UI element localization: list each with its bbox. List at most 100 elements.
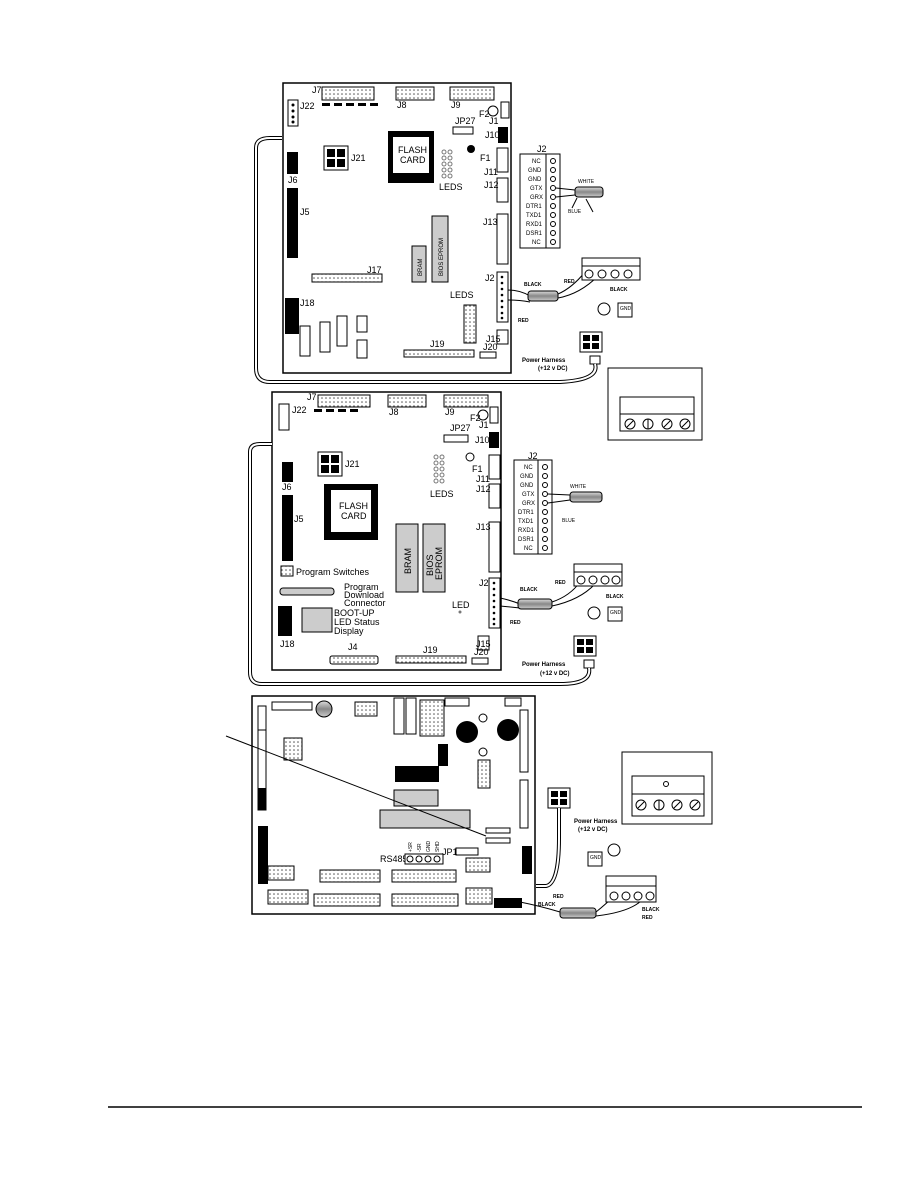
b1-bram-label: BRAM [418, 259, 424, 276]
b2-j2-label: J2 [479, 578, 489, 588]
b2-j13-label: J13 [476, 522, 491, 532]
controller-board-2: J7 J8 J9 J22 F2 J1 JP27 J10 J21 F1 J11 J… [271, 391, 502, 671]
b2-led-array [433, 454, 445, 484]
ph2-title: Power Harness [522, 662, 566, 668]
j2-detail-2: J2 NC GND GND GTX GRX DTR1 TXD1 RXD1 DSR… [513, 451, 603, 555]
b2-download-3: Connector [344, 598, 386, 608]
b1-j1-label: J1 [489, 116, 499, 126]
w1-red2: RED [518, 318, 529, 324]
j2b-white: WHITE [570, 484, 587, 490]
power-wiring-3: Power Harness (+12 v DC) RED BLACK BLACK… [519, 787, 660, 921]
b1-jp27-label: JP27 [455, 116, 476, 126]
ph3-volts: (+12 v DC) [578, 827, 608, 833]
j2b-blue: BLUE [562, 518, 576, 524]
j2-title-1: J2 [537, 144, 547, 154]
b2-download-2: Download [344, 590, 384, 600]
b2-f2-label: F2 [470, 413, 481, 423]
terminal-detail-1 [607, 367, 703, 441]
j2b-pin-3: GTX [522, 492, 534, 498]
b1-bios-label: BIOS EPROM [439, 238, 445, 276]
j2b-pin-0: NC [524, 465, 533, 471]
w1-black2: BLACK [610, 287, 628, 293]
w1-red: RED [564, 279, 575, 285]
ph2-volts: (+12 v DC) [540, 671, 570, 677]
b2-bootup-1: BOOT-UP [334, 608, 375, 618]
j2a-pin-4: GRX [530, 195, 543, 201]
b2-j6-label: J6 [282, 482, 292, 492]
terminal-detail-2 [621, 751, 713, 825]
b1-j13-label: J13 [483, 217, 498, 227]
b1-f1-label: F1 [480, 153, 491, 163]
b3-pin-1: -SR [417, 843, 423, 852]
b1-j5-label: J5 [300, 207, 310, 217]
j2a-blue: BLUE [568, 209, 582, 215]
b1-j22-label: J22 [300, 101, 315, 111]
j2b-pin-6: TXD1 [518, 519, 534, 525]
j2b-pin-7: RXD1 [518, 528, 535, 534]
b1-j15-label: J15 [486, 334, 501, 344]
w1-gnd: GND [620, 306, 632, 312]
b3-pin-2: GND [426, 841, 432, 853]
j2a-pin-0: NC [532, 159, 541, 165]
j2-detail-1: J2 NC GND GND GTX GRX DTR1 TXD1 RXD1 DSR… [519, 144, 604, 249]
j2a-pin-5: DTR1 [526, 204, 542, 210]
j2a-pin-7: RXD1 [526, 222, 543, 228]
b1-leds2-label: LEDS [450, 290, 474, 300]
b2-bios-line2: EPROM [434, 547, 444, 580]
b2-j10-label: J10 [475, 435, 490, 445]
ph1-volts: (+12 v DC) [538, 366, 568, 372]
j2b-pin-4: GRX [522, 501, 535, 507]
j2b-pin-5: DTR1 [518, 510, 534, 516]
b2-j9-label: J9 [445, 407, 455, 417]
b1-j10-label: J10 [485, 130, 500, 140]
b2-download-1: Program [344, 582, 379, 592]
w2-black: BLACK [520, 587, 538, 593]
b2-led-label: LED [452, 600, 470, 610]
w3-gnd: GND [590, 855, 602, 861]
j2a-pin-8: DSR1 [526, 231, 543, 237]
b2-bram-label: BRAM [403, 548, 413, 574]
b1-j7-label: J7 [312, 85, 322, 95]
b2-j18-label: J18 [280, 639, 295, 649]
b2-j8-label: J8 [389, 407, 399, 417]
b1-leds-label: LEDS [439, 182, 463, 192]
j2a-pin-9: NC [532, 240, 541, 246]
b2-jp27-label: JP27 [450, 423, 471, 433]
w2-red: RED [555, 580, 566, 586]
power-wiring-1: BLACK RED RED BLACK GND Power Harness (+… [254, 136, 641, 384]
w3-red: RED [553, 894, 564, 900]
b2-j15-label: J15 [476, 639, 491, 649]
b1-flash-line1: FLASH [398, 145, 427, 155]
w3-black: BLACK [538, 902, 556, 908]
b1-j17-label: J17 [367, 265, 382, 275]
w2-red2: RED [510, 620, 521, 626]
b3-pin-3: SHD [435, 841, 441, 852]
b2-j1-label: J1 [479, 420, 489, 430]
b2-flash-line1: FLASH [339, 501, 368, 511]
w3-black2: BLACK [642, 907, 660, 913]
b1-j2-label: J2 [485, 273, 495, 283]
b2-j5-label: J5 [294, 514, 304, 524]
b3-jp1-label: JP1 [442, 847, 458, 857]
controller-board-3: JP1 +SR -SR GND SHD RS485 [225, 695, 536, 915]
b2-j12-label: J12 [476, 484, 491, 494]
w2-black2: BLACK [606, 594, 624, 600]
b1-j12-label: J12 [484, 180, 499, 190]
b2-bios-line1: BIOS [425, 554, 435, 576]
ph1-title: Power Harness [522, 358, 566, 364]
j2b-pin-8: DSR1 [518, 537, 535, 543]
b1-j21-label: J21 [351, 153, 366, 163]
j2a-pin-2: GND [528, 177, 542, 183]
b2-bootup-2: LED Status [334, 617, 380, 627]
b1-flash-line2: CARD [400, 155, 426, 165]
b1-f2-label: F2 [479, 109, 490, 119]
b1-j19-label: J19 [430, 339, 445, 349]
b1-led-array [441, 149, 453, 179]
j2-title-2: J2 [528, 451, 538, 461]
b2-j4-label: J4 [348, 642, 358, 652]
b3-pin-0: +SR [408, 842, 414, 852]
b2-j21-label: J21 [345, 459, 360, 469]
b2-flash-line2: CARD [341, 511, 367, 521]
b2-j11-label: J11 [476, 474, 490, 484]
j2a-pin-3: GTX [530, 186, 542, 192]
